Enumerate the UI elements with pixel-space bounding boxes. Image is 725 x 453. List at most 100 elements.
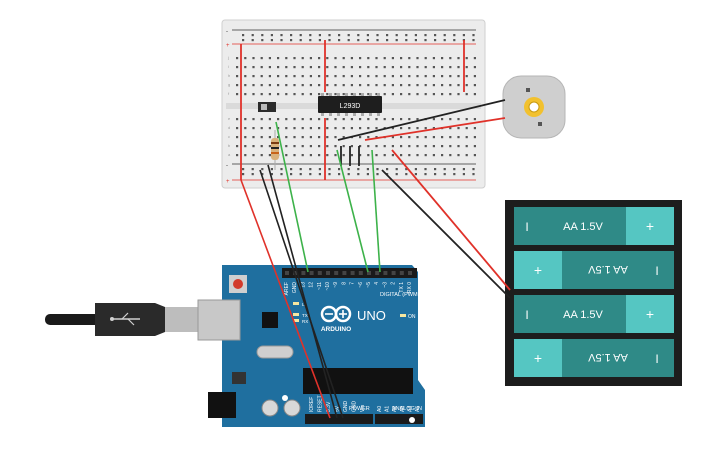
wire-green[interactable] — [336, 149, 369, 273]
breadboard-hole — [260, 145, 263, 148]
breadboard-hole — [285, 118, 288, 121]
wire-black[interactable] — [381, 169, 511, 299]
wire-black[interactable] — [259, 169, 344, 419]
rail-hole — [280, 34, 283, 37]
arduino-brand: ARDUINO — [321, 326, 351, 333]
breadboard-hole — [334, 66, 337, 69]
breadboard-hole — [260, 154, 263, 157]
breadboard-hole — [391, 57, 394, 60]
breadboard-hole — [277, 57, 280, 60]
breadboard-hole — [457, 75, 460, 78]
breadboard-hole — [457, 118, 460, 121]
breadboard-hole — [301, 66, 304, 69]
rail-hole — [462, 168, 465, 171]
digital-pin-label: GND — [292, 282, 298, 294]
breadboard-hole — [260, 136, 263, 139]
chip-label: L293D — [340, 103, 361, 110]
rail-hole — [405, 39, 408, 42]
digital-pin-label: 4 — [374, 282, 380, 285]
breadboard-hole — [309, 75, 312, 78]
header-hole — [326, 271, 330, 275]
wire-black[interactable] — [337, 99, 506, 141]
breadboard-hole — [260, 127, 263, 130]
battery-minus: I — [525, 220, 528, 234]
analog-pin-label: A3 — [400, 406, 406, 412]
rail-hole — [366, 168, 369, 171]
battery-plus: + — [646, 218, 654, 234]
breadboard-hole — [252, 75, 255, 78]
rail-hole — [299, 34, 302, 37]
breadboard-hole — [383, 75, 386, 78]
wire-green[interactable] — [275, 121, 309, 273]
breadboard-hole — [293, 66, 296, 69]
chip-pin — [361, 93, 364, 96]
breadboard-hole — [268, 66, 271, 69]
battery-minus: I — [525, 308, 528, 322]
breadboard-hole — [441, 66, 444, 69]
chip-pins — [321, 93, 380, 116]
analog-pin-label: A5 — [415, 406, 421, 412]
digital-header — [282, 268, 417, 278]
rail-hole — [462, 34, 465, 37]
wire-black[interactable] — [267, 164, 338, 419]
chip-pin — [345, 93, 348, 96]
wire-green[interactable] — [371, 149, 381, 273]
breadboard-hole — [260, 75, 263, 78]
breadboard-hole — [309, 57, 312, 60]
usb-cable-cord — [45, 314, 105, 325]
rail-hole — [405, 173, 408, 176]
breadboard-hole — [416, 66, 419, 69]
breadboard-hole — [342, 57, 345, 60]
digital-pin-label: ~10 — [325, 282, 331, 291]
breadboard-hole — [293, 75, 296, 78]
rail-hole — [376, 39, 379, 42]
breadboard-hole — [473, 57, 476, 60]
breadboard-hole — [383, 57, 386, 60]
rail-hole — [366, 173, 369, 176]
breadboard-hole — [449, 75, 452, 78]
breadboard-hole — [449, 118, 452, 121]
reset-button-cap[interactable] — [233, 279, 243, 289]
breadboard-hole — [449, 66, 452, 69]
breadboard-hole — [457, 57, 460, 60]
breadboard-hole — [244, 66, 247, 69]
rail-hole — [386, 34, 389, 37]
breadboard-hole — [432, 66, 435, 69]
slide-switch[interactable] — [258, 102, 276, 112]
rail-hole — [472, 39, 475, 42]
breadboard-hole — [359, 145, 362, 148]
rail-hole — [290, 39, 293, 42]
header-hole — [309, 271, 314, 275]
rail-hole — [376, 34, 379, 37]
breadboard-hole — [350, 93, 353, 96]
wire-red[interactable] — [391, 149, 511, 291]
header-hole — [383, 271, 388, 275]
rail-hole — [395, 168, 398, 171]
power-header — [305, 414, 373, 424]
breadboard-hole — [449, 127, 452, 130]
breadboard-hole — [416, 136, 419, 139]
chip-pin — [353, 113, 356, 116]
rail-hole — [251, 39, 254, 42]
breadboard-hole — [268, 57, 271, 60]
breadboard-hole — [383, 84, 386, 87]
rail-hole — [299, 39, 302, 42]
wire-red[interactable] — [364, 117, 506, 141]
breadboard-hole — [457, 84, 460, 87]
wire-red[interactable] — [240, 179, 331, 419]
breadboard-hole — [326, 127, 329, 130]
analog-header — [375, 414, 423, 424]
switch-knob[interactable] — [261, 104, 267, 110]
breadboard-hole — [301, 57, 304, 60]
rail-hole — [328, 168, 331, 171]
digital-pin-label: 13 — [300, 282, 306, 288]
breadboard-hole — [326, 66, 329, 69]
battery-cell-cap — [626, 295, 674, 333]
power-pin-label: RESET — [318, 395, 324, 412]
breadboard-hole — [359, 84, 362, 87]
rail-hole — [270, 34, 273, 37]
breadboard-hole — [318, 136, 321, 139]
breadboard-hole — [473, 66, 476, 69]
